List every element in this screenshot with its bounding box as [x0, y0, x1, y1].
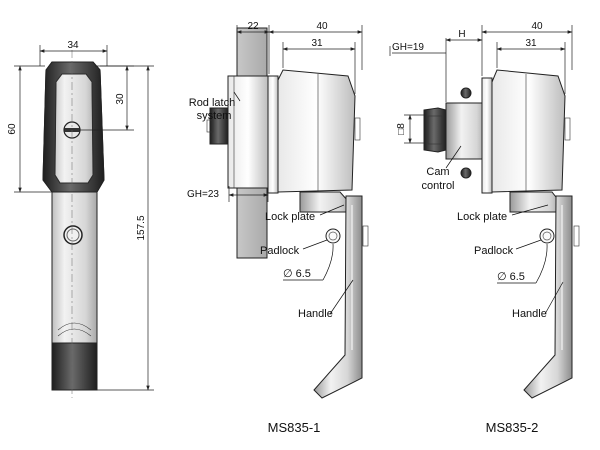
handle-arm [313, 195, 363, 399]
cam-nut-bottom [460, 167, 472, 179]
front-dim-total-height: 157.5 [136, 215, 147, 240]
label-dia-1: ∅ 6.5 [283, 268, 311, 280]
dim-overall-40-2: 40 [531, 21, 543, 32]
dim-panel-22: 22 [247, 21, 259, 32]
caption-ms835-1: MS835-1 [268, 420, 321, 435]
label-rod-latch-2: system [197, 110, 232, 122]
label-handle-2: Handle [512, 308, 547, 320]
caption-ms835-2: MS835-2 [486, 420, 539, 435]
label-rod-latch-1: Rod latch [189, 97, 235, 109]
label-handle-1: Handle [298, 308, 333, 320]
front-dim-width: 34 [67, 40, 79, 51]
handle-arm-2 [523, 195, 573, 399]
handle-housing [277, 69, 356, 193]
front-view: 34 60 30 157.5 [7, 40, 154, 398]
front-dim-head-height: 60 [7, 123, 18, 135]
padlock-hole-2 [539, 228, 555, 244]
label-dia-2: ∅ 6.5 [497, 271, 525, 283]
handle-flange-2 [481, 77, 493, 194]
dim-body-31-2: 31 [525, 38, 537, 49]
front-head-inner [54, 73, 94, 184]
label-cam-2: control [421, 180, 454, 192]
rod-latch-box [227, 75, 269, 189]
dim-overall-40: 40 [316, 21, 328, 32]
dim-h: H [458, 29, 465, 40]
front-grip-end [51, 342, 98, 391]
handle-housing-2 [491, 69, 566, 193]
cam-nut-top [460, 87, 472, 99]
label-cam-1: Cam [426, 166, 449, 178]
handle-flange [267, 75, 279, 194]
side-view-ms835-2: GH=19 H 40 31 □8 Cam control Lock plate … [389, 21, 580, 435]
label-lock-plate-2: Lock plate [457, 211, 507, 223]
label-padlock-2: Padlock [474, 245, 514, 257]
side-view-ms835-1: 22 40 31 GH=23 Rod latch system Lock pla… [187, 21, 369, 435]
rod-latch-bolt [209, 107, 229, 145]
dim-square-8: □8 [396, 123, 407, 135]
label-lock-plate-1: Lock plate [265, 211, 315, 223]
dim-gh-23: GH=23 [187, 189, 219, 200]
dim-gh-19: GH=19 [392, 42, 424, 53]
dim-body-31: 31 [311, 38, 323, 49]
front-grip-arc [57, 322, 92, 331]
label-padlock-1: Padlock [260, 245, 300, 257]
front-dim-lock-offset: 30 [115, 93, 126, 105]
cam-tip [423, 107, 447, 153]
padlock-hole [325, 228, 341, 244]
